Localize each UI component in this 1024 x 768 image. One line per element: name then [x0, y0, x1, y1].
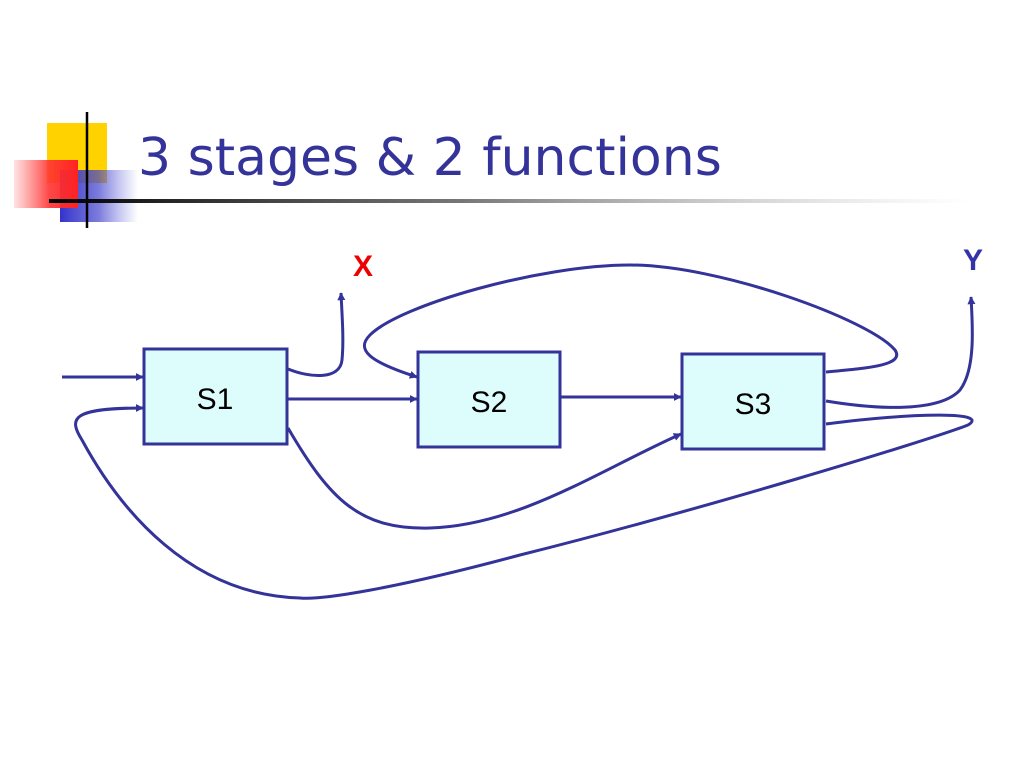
- stage-box: [416, 350, 562, 449]
- stage-s3: S3: [680, 352, 826, 451]
- title-underline: [49, 199, 969, 203]
- arrow-s1-to-s3: [286, 427, 682, 530]
- output-label-y: Y: [963, 244, 983, 277]
- stage-label: S3: [735, 388, 772, 421]
- slide-title: 3 stages & 2 functions: [138, 128, 722, 188]
- arrow-s1-to-x: [287, 292, 346, 378]
- feedback-arrow-s3-to-s1: [74, 404, 974, 600]
- stage-box: [142, 347, 289, 446]
- arrow-s3-to-y: [825, 296, 976, 409]
- stage-s2: S2: [416, 350, 562, 449]
- stage-box: [680, 352, 826, 451]
- arrow-s3-to-s2: [363, 263, 899, 379]
- stage-label: S1: [197, 383, 234, 416]
- output-label-x: X: [353, 250, 373, 283]
- stage-s1: S1: [142, 347, 289, 446]
- stage-label: S2: [471, 386, 508, 419]
